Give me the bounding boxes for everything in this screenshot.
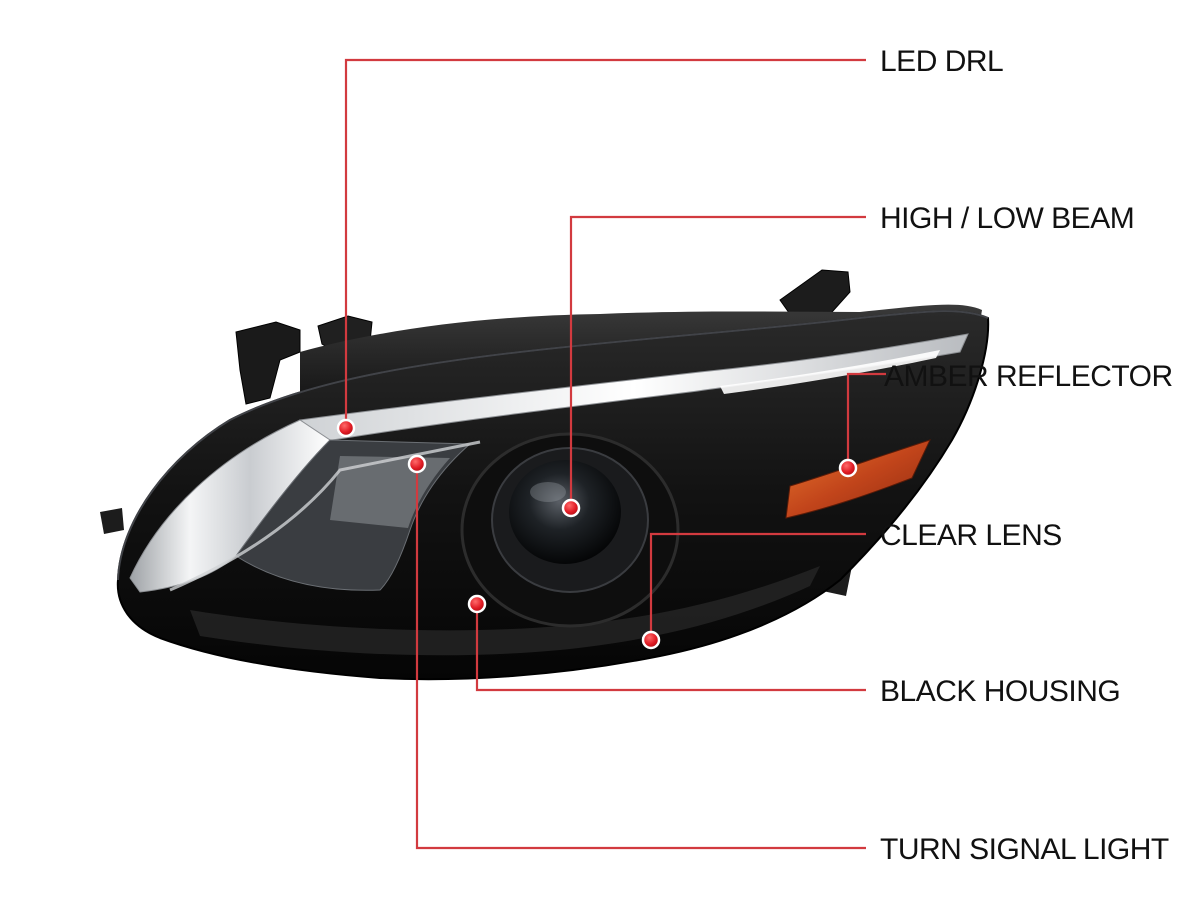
label-led-drl: LED DRL xyxy=(880,45,1003,78)
marker-led-drl xyxy=(336,418,356,438)
label-clear-lens: CLEAR LENS xyxy=(880,519,1062,552)
marker-turn-signal-light xyxy=(407,454,427,474)
leader-amber-reflector xyxy=(846,372,886,468)
headlight-assembly xyxy=(100,269,990,681)
mounting-tab-bottom-left xyxy=(100,508,124,534)
label-amber-reflector: AMBER REFLECTOR xyxy=(884,360,1173,393)
callout-markers xyxy=(336,418,858,650)
outer-clear-lens-edge xyxy=(117,310,989,581)
mounting-tab-left xyxy=(235,321,301,405)
leader-led-drl xyxy=(344,58,866,428)
drl-light-bar xyxy=(298,333,969,443)
inner-bezel xyxy=(169,440,481,592)
turn-signal-reflector-shine xyxy=(330,456,450,528)
leader-clear-lens xyxy=(649,532,866,640)
leader-turn-signal-light xyxy=(415,464,866,850)
amber-reflector-lens xyxy=(785,439,931,519)
marker-amber-reflector xyxy=(838,458,858,478)
marker-high-low-beam xyxy=(561,498,581,518)
marker-clear-lens xyxy=(641,630,661,650)
marker-black-housing xyxy=(467,594,487,614)
projector-lens-glint xyxy=(530,482,566,502)
leader-high-low-beam xyxy=(569,215,866,508)
housing-lower-sweep xyxy=(190,566,820,656)
leader-black-housing xyxy=(475,604,866,692)
callout-labels: LED DRL HIGH / LOW BEAM AMBER REFLECTOR … xyxy=(880,45,1173,866)
callout-leaders xyxy=(344,58,886,850)
drl-light-bar-highlight xyxy=(720,350,940,394)
label-high-low-beam: HIGH / LOW BEAM xyxy=(880,202,1134,235)
label-turn-signal-light: TURN SIGNAL LIGHT xyxy=(880,833,1169,866)
label-black-housing: BLACK HOUSING xyxy=(880,675,1120,708)
